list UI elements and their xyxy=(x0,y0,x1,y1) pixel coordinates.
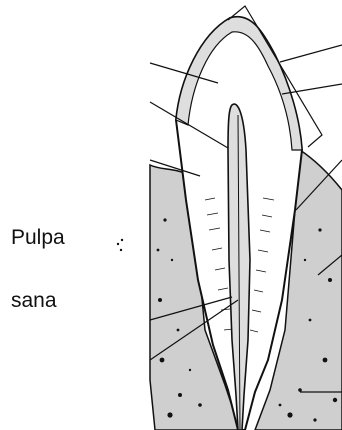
caption-line-1: Pulpa xyxy=(11,227,65,248)
leader-line-6 xyxy=(280,45,342,62)
marker-dots xyxy=(117,239,123,251)
caption-line-2: sana xyxy=(11,290,57,311)
leader-line-7 xyxy=(282,84,342,94)
